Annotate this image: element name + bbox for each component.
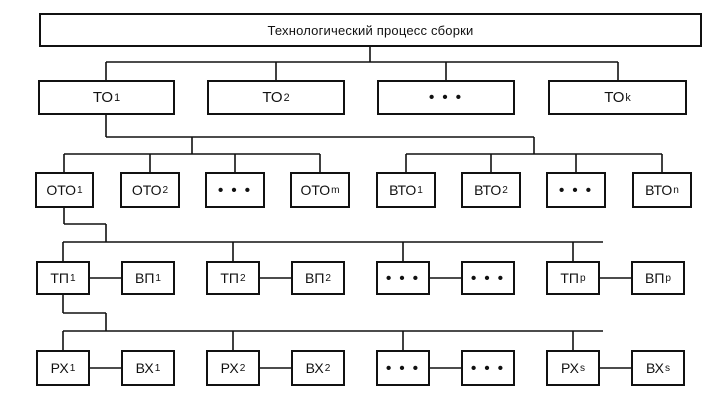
suboperation-index: n (673, 184, 679, 196)
ellipsis: • • • (558, 181, 594, 199)
transition-label: ТП (560, 270, 579, 286)
transition-label: ТП (220, 270, 239, 286)
operation-index: 2 (283, 91, 290, 104)
suboperation-label: ВТО (474, 182, 502, 198)
move-index: 1 (154, 362, 161, 374)
suboperation-label: ОТО (131, 182, 162, 198)
suboperation-label: ВТО (645, 182, 673, 198)
operation-label: ТО (92, 89, 114, 106)
transition-label: ВП (304, 270, 325, 286)
ellipsis: • • • (385, 359, 421, 377)
suboperation-index: 1 (417, 184, 423, 196)
title-text: Технологический процесс сборки (267, 22, 474, 38)
move-index: s (665, 362, 671, 374)
transition-index: 2 (325, 272, 331, 284)
transition-index: 1 (70, 272, 76, 284)
operation-label: ТО (262, 89, 283, 106)
move-index: s (580, 362, 586, 374)
operation-box-ellipsis: • • • (377, 80, 515, 115)
move-index: 1 (69, 362, 76, 374)
transition-box-ellipsis-1: • • • (376, 261, 430, 295)
operation-index: 1 (114, 91, 121, 104)
move-label: РХ (560, 360, 579, 376)
move-label: ВХ (135, 360, 154, 376)
transition-index: p (665, 272, 671, 284)
transition-index: 1 (155, 272, 161, 284)
suboperation-index: m (331, 184, 340, 196)
suboperation-box-ellipsis-2: • • • (546, 172, 606, 208)
suboperation-box-ellipsis-1: • • • (205, 172, 265, 208)
transition-label: ВП (134, 270, 155, 286)
operation-label: ТО (604, 89, 625, 106)
suboperation-label: ВТО (389, 182, 417, 198)
ellipsis: • • • (217, 181, 253, 199)
move-label: РХ (220, 360, 239, 376)
move-box-ellipsis-2: • • • (461, 350, 515, 386)
title-box: Технологический процесс сборки (39, 13, 702, 47)
transition-label: ВП (644, 270, 665, 286)
transition-box-ellipsis-2: • • • (461, 261, 515, 295)
ellipsis: • • • (470, 359, 506, 377)
transition-index: p (580, 272, 586, 284)
ellipsis: • • • (385, 269, 421, 287)
suboperation-label: ОТО (46, 182, 77, 198)
ellipsis: • • • (470, 269, 506, 287)
transition-index: 2 (240, 272, 246, 284)
suboperation-label: ОТО (300, 182, 331, 198)
move-box-ellipsis-1: • • • (376, 350, 430, 386)
ellipsis: • • • (428, 89, 464, 106)
move-index: 2 (239, 362, 246, 374)
move-label: ВХ (645, 360, 664, 376)
operation-index: k (625, 91, 631, 104)
move-index: 2 (324, 362, 331, 374)
suboperation-index: 2 (162, 184, 169, 196)
suboperation-index: 1 (77, 184, 83, 196)
transition-label: ТП (50, 270, 69, 286)
move-label: РХ (50, 360, 69, 376)
suboperation-index: 2 (502, 184, 508, 196)
move-label: ВХ (305, 360, 324, 376)
